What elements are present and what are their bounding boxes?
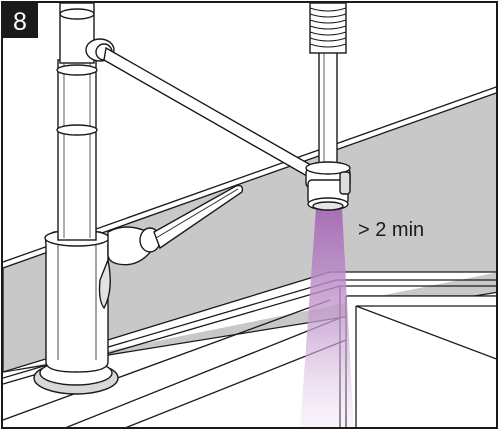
- spray-head-icon: [305, 161, 351, 211]
- sink-basin: [3, 271, 496, 427]
- step-number: 8: [13, 8, 27, 36]
- faucet-icon: [33, 3, 119, 395]
- step-badge: 8: [2, 2, 38, 38]
- water-flow-icon: [300, 208, 354, 427]
- faucet-handle-icon: [98, 184, 244, 310]
- flush-duration-label: > 2 min: [358, 219, 424, 241]
- spray-hose-icon: [309, 3, 347, 173]
